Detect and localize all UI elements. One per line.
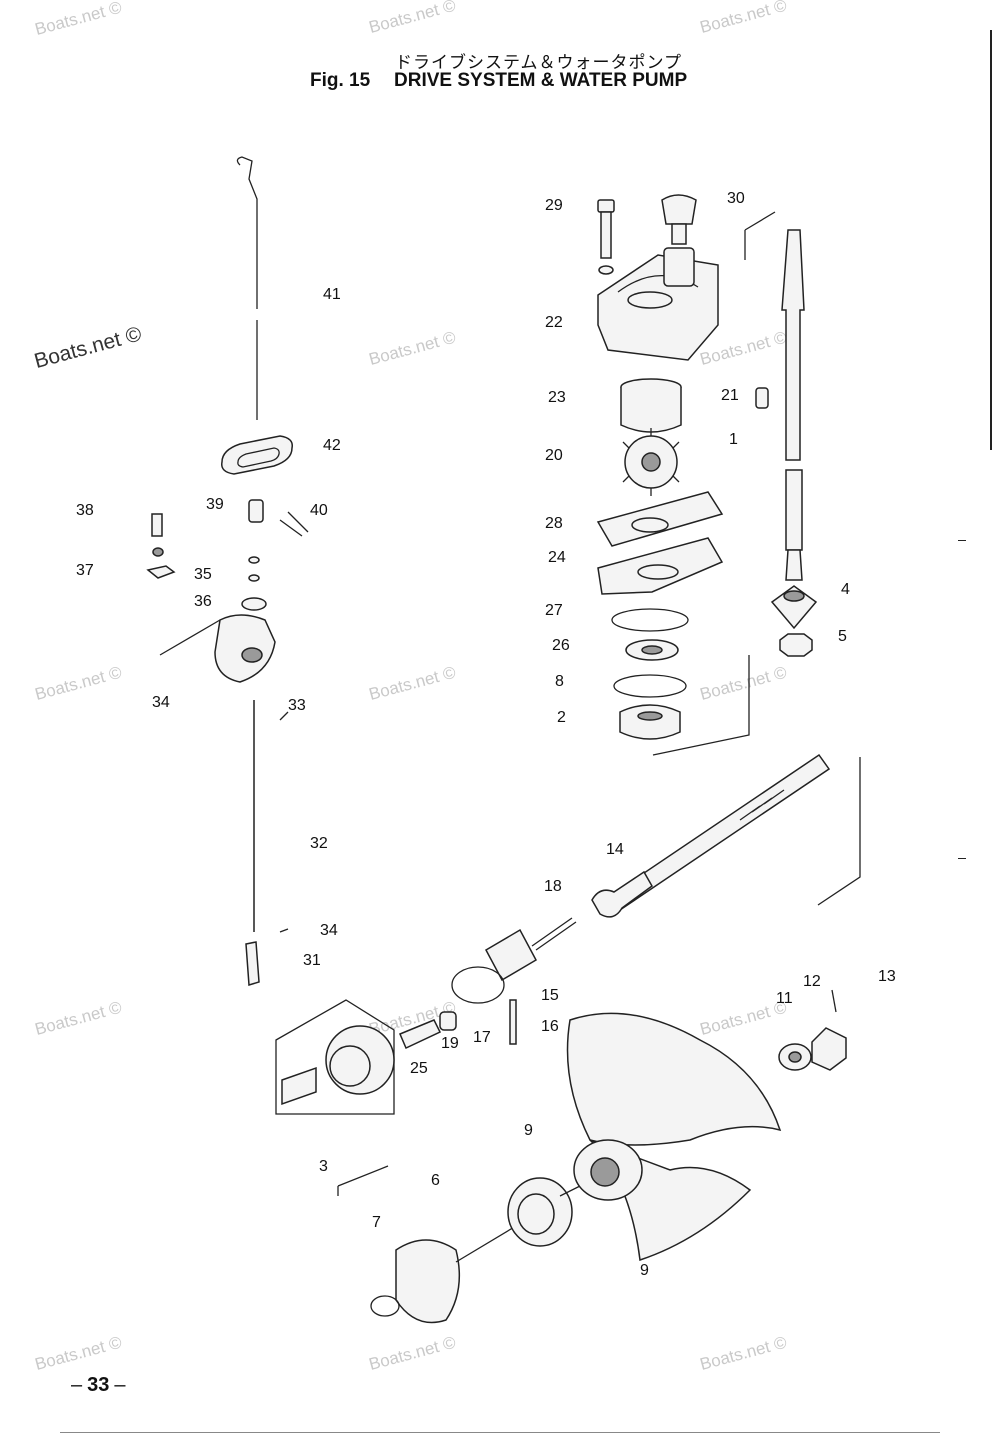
callout-4: 4: [841, 581, 850, 598]
callout-11: 9: [524, 1122, 533, 1139]
cam-follower-and-pin: [399, 1011, 457, 1050]
callout-28: 27: [545, 602, 563, 619]
callout-20: 19: [441, 1035, 459, 1052]
callout-41: 39: [206, 496, 224, 513]
callout-26: 24: [548, 549, 566, 566]
figure-number: Fig. 15: [310, 70, 371, 91]
callout-27: 26: [552, 637, 570, 654]
callout-33: 32: [310, 835, 328, 852]
callout-14: 13: [878, 968, 896, 985]
scan-edge-mark: [958, 858, 966, 859]
callout-23: 21: [721, 387, 739, 404]
scan-edge-mark: [958, 540, 966, 541]
callout-35: 34: [152, 694, 170, 711]
drive-shaft: [755, 229, 805, 581]
shift-cam-housing: [159, 614, 276, 683]
callout-5: 5: [838, 628, 847, 645]
callout-37: 36: [194, 593, 212, 610]
thrust-hub: [507, 1175, 601, 1247]
pinion-gear-and-nut: [770, 585, 818, 657]
callout-31: 30: [727, 190, 745, 207]
water-pump-housing: [597, 247, 719, 361]
propeller: [566, 1012, 782, 1262]
callout-30: 29: [545, 197, 563, 214]
callout-6: 6: [431, 1172, 440, 1189]
callout-3: 3: [319, 1158, 328, 1175]
callout-21: 25: [410, 1060, 428, 1077]
callout-2: 2: [557, 709, 566, 726]
callout-38: 37: [76, 562, 94, 579]
callout-25: 23: [548, 389, 566, 406]
shift-rod-lower: [245, 700, 289, 986]
page-number: 33: [66, 1374, 131, 1397]
callout-1: 1: [729, 431, 738, 448]
callout-17: 16: [541, 1018, 559, 1035]
forward-gear-group: [275, 999, 395, 1115]
scan-edge-mark: [990, 30, 992, 450]
callout-34-lower: 34: [320, 922, 338, 939]
callout-9: 9: [640, 1262, 649, 1279]
callout-29: 28: [545, 515, 563, 532]
pump-base: [597, 537, 724, 595]
pump-insert-cartridge: [620, 378, 682, 433]
callout-40: 41: [323, 286, 341, 303]
callout-43: 42: [323, 437, 341, 454]
scan-edge-mark: [60, 1432, 940, 1433]
callout-19: 18: [544, 878, 562, 895]
callout-36: 35: [194, 566, 212, 583]
callout-8: 8: [555, 673, 564, 690]
callout-18: 17: [473, 1029, 491, 1046]
clutch-and-spring: [451, 870, 653, 1045]
shift-rod-grommet: [221, 435, 293, 475]
callout-16: 15: [541, 987, 559, 1004]
figure-title: Fig. 15 DRIVE SYSTEM & WATER PUMP: [310, 70, 687, 92]
figure-title-japanese: ドライブシステム＆ウォータポンプ: [395, 53, 682, 73]
callout-15: 14: [606, 841, 624, 858]
callout-34: 33: [288, 697, 306, 714]
figure-title-text: DRIVE SYSTEM & WATER PUMP: [394, 70, 688, 91]
callout-32: 31: [303, 952, 321, 969]
reverse-gear-group: [337, 1165, 527, 1324]
o-ring-and-bearings: [611, 608, 689, 740]
shift-rod-upper: [236, 156, 258, 420]
impeller-plate-gasket: [596, 491, 724, 547]
callout-12: 11: [776, 990, 793, 1007]
callout-7: 7: [372, 1214, 381, 1231]
callout-22: 20: [545, 447, 563, 464]
callout-24: 22: [545, 314, 563, 331]
water-tube-seal: [661, 194, 697, 245]
shift-lever-bolt: [146, 513, 176, 579]
callout-42: 40: [310, 502, 328, 519]
water-pump-impeller: [622, 428, 680, 496]
shift-rod-connector: [241, 499, 309, 611]
washer-nut-pin: [778, 989, 847, 1071]
callout-13: 12: [803, 973, 821, 990]
callout-39: 38: [76, 502, 94, 519]
pump-group-bracket: [652, 211, 776, 756]
